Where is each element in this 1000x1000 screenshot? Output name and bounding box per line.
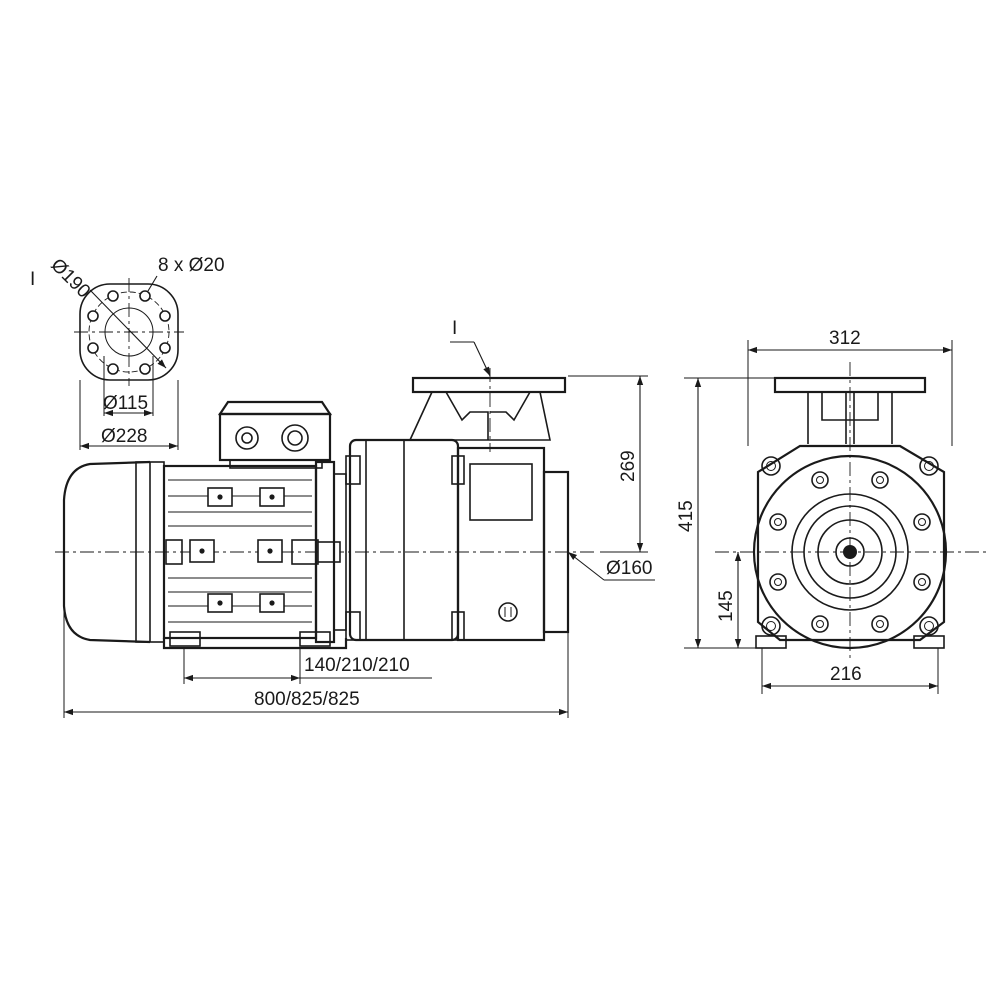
front-foot-left (755, 635, 787, 649)
bolt-spec-label: 8 x Ø20 (158, 255, 225, 276)
base-width-label: 216 (830, 664, 862, 685)
outlet-height-label: 269 (618, 450, 639, 482)
front-foot-right (913, 635, 945, 649)
detail-marker-label: I (30, 269, 35, 290)
inlet-diameter-leader (567, 551, 605, 581)
pump-side-view: I 269 Ø160 140/210/210 800/825/825 (55, 318, 655, 718)
overall-length-label: 800/825/825 (254, 689, 360, 710)
inner-diameter-label: Ø115 (103, 393, 148, 414)
inlet-diameter-label: Ø160 (606, 558, 652, 579)
section-marker-label: I (452, 318, 457, 339)
overall-height-label: 415 (676, 500, 697, 532)
overall-width-label: 312 (829, 328, 861, 349)
outlet-nozzle (408, 368, 567, 452)
pump-front-view: 312 415 145 216 (676, 328, 990, 694)
flange-bolt-holes (87, 290, 171, 375)
shaft-height-label: 145 (716, 590, 737, 622)
foot-spacing-label: 140/210/210 (304, 655, 410, 676)
motor-foot (162, 638, 348, 650)
front-bolt-holes (769, 471, 931, 633)
section-marker-leader (473, 341, 491, 377)
pump-housing (345, 438, 570, 642)
motor-cooling-fins (168, 479, 312, 623)
outer-diameter-label: Ø228 (101, 426, 147, 447)
terminal-box (217, 400, 333, 469)
flange-detail-view: I 8 x Ø20 Ø190 Ø1 (30, 255, 225, 450)
front-casing (756, 444, 946, 642)
bolt-circle-leader (89, 289, 167, 369)
bolt-spec-leader (147, 275, 158, 292)
fan-cover (62, 460, 151, 644)
